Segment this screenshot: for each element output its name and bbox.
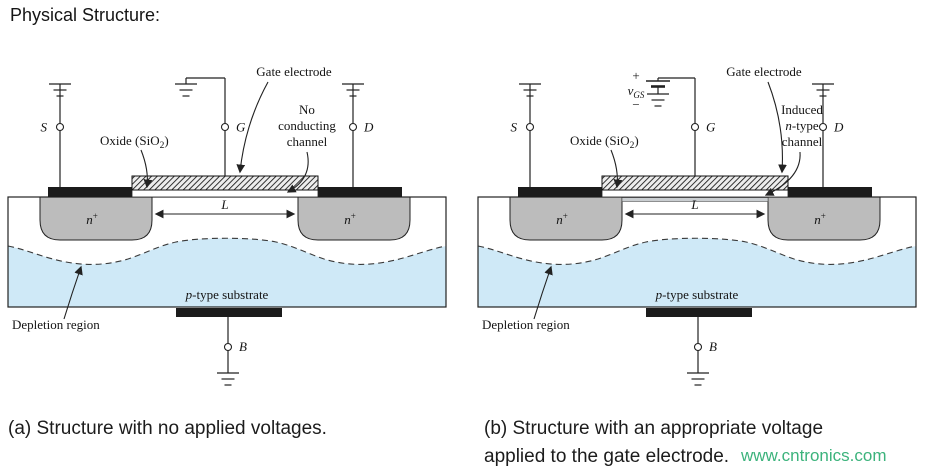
no-channel-annotation-line2: conducting: [278, 118, 336, 133]
oxide-annotation: Oxide (SiO2): [570, 133, 639, 151]
source-contact: [518, 187, 602, 197]
n-plus-source-region: [509, 196, 623, 241]
gate-terminal-ground: G: [175, 77, 246, 176]
source-label: S: [41, 120, 48, 135]
substrate-annotation: p-type substrate: [655, 287, 739, 302]
n-plus-drain-region: [297, 196, 411, 241]
source-terminal: [525, 122, 535, 132]
source-label: S: [511, 120, 518, 135]
depletion-pointer: [533, 265, 553, 320]
gate-terminal: [220, 122, 230, 132]
no-channel-annotation-line3: channel: [287, 134, 328, 149]
figure-a-mosfet-no-voltage: L n+ n+ S: [7, 64, 447, 386]
drain-terminal: [818, 122, 828, 132]
drain-contact: [318, 187, 402, 197]
drain-contact: [788, 187, 872, 197]
source-terminal-ground: S: [41, 83, 71, 187]
body-label: B: [239, 339, 247, 354]
gate-electrode-annotation: Gate electrode: [256, 64, 332, 79]
drain-label: D: [833, 120, 844, 135]
drain-terminal: [348, 122, 358, 132]
source-contact: [48, 187, 132, 197]
body-terminal-ground: B: [646, 308, 752, 386]
body-label: B: [709, 339, 717, 354]
induced-channel-annotation-line1: Induced: [781, 102, 823, 117]
body-contact: [646, 308, 752, 317]
caption-b-line2: applied to the gate electrode.: [484, 446, 730, 467]
gate-electrode-pointer: [767, 81, 787, 174]
body-terminal-ground: B: [176, 308, 282, 386]
induced-channel-pointer: [764, 151, 801, 196]
gate-terminal-vgs-source: + vGS − G: [628, 68, 716, 176]
depletion-boundary-dashed: [7, 237, 447, 265]
n-plus-label-drain: n+: [344, 211, 356, 227]
gate-label: G: [706, 120, 716, 135]
no-channel-annotation-line1: No: [299, 102, 315, 117]
watermark: www.cntronics.com: [741, 446, 887, 465]
vgs-plus-sign: +: [632, 68, 639, 83]
n-plus-label-source: n+: [86, 211, 98, 227]
page-title: Physical Structure:: [10, 5, 161, 25]
n-plus-source-region: [39, 196, 153, 241]
gate-electrode-bar: [131, 175, 319, 191]
vgs-label: vGS: [628, 83, 645, 100]
depletion-boundary-dashed: [477, 237, 917, 265]
caption-b-line1: (b) Structure with an appropriate voltag…: [484, 418, 824, 439]
channel-length-label: L: [690, 197, 698, 212]
oxide-layer: [601, 189, 789, 198]
drain-terminal-ground: D: [342, 83, 374, 187]
depletion-annotation: Depletion region: [482, 317, 570, 332]
oxide-annotation: Oxide (SiO2): [100, 133, 169, 151]
body-contact: [176, 308, 282, 317]
induced-channel-annotation-line3: channel: [782, 134, 823, 149]
gate-terminal: [690, 122, 700, 132]
figure-b-mosfet-with-vgs: L n+ n+ S: [477, 64, 917, 386]
gate-electrode-pointer: [236, 81, 269, 174]
drain-terminal-ground: D: [812, 83, 844, 187]
source-terminal-ground: S: [511, 83, 541, 187]
n-plus-drain-region: [767, 196, 881, 241]
oxide-pointer: [610, 149, 623, 189]
caption-b: (b) Structure with an appropriate voltag…: [484, 415, 823, 471]
gate-label: G: [236, 120, 246, 135]
vgs-minus-sign: −: [632, 97, 639, 112]
depletion-annotation: Depletion region: [12, 317, 100, 332]
induced-channel-annotation-line2: n-type: [785, 118, 818, 133]
n-plus-label-source: n+: [556, 211, 568, 227]
oxide-pointer: [140, 149, 153, 189]
depletion-pointer: [63, 265, 83, 320]
caption-a: (a) Structure with no applied voltages.: [8, 418, 327, 439]
body-terminal: [223, 342, 233, 352]
gate-electrode-annotation: Gate electrode: [726, 64, 802, 79]
no-channel-pointer: [286, 151, 309, 193]
drain-label: D: [363, 120, 374, 135]
gate-electrode-bar: [601, 175, 789, 191]
n-plus-label-drain: n+: [814, 211, 826, 227]
body-terminal: [693, 342, 703, 352]
channel-length-label: L: [220, 197, 228, 212]
source-terminal: [55, 122, 65, 132]
substrate-annotation: p-type substrate: [185, 287, 269, 302]
